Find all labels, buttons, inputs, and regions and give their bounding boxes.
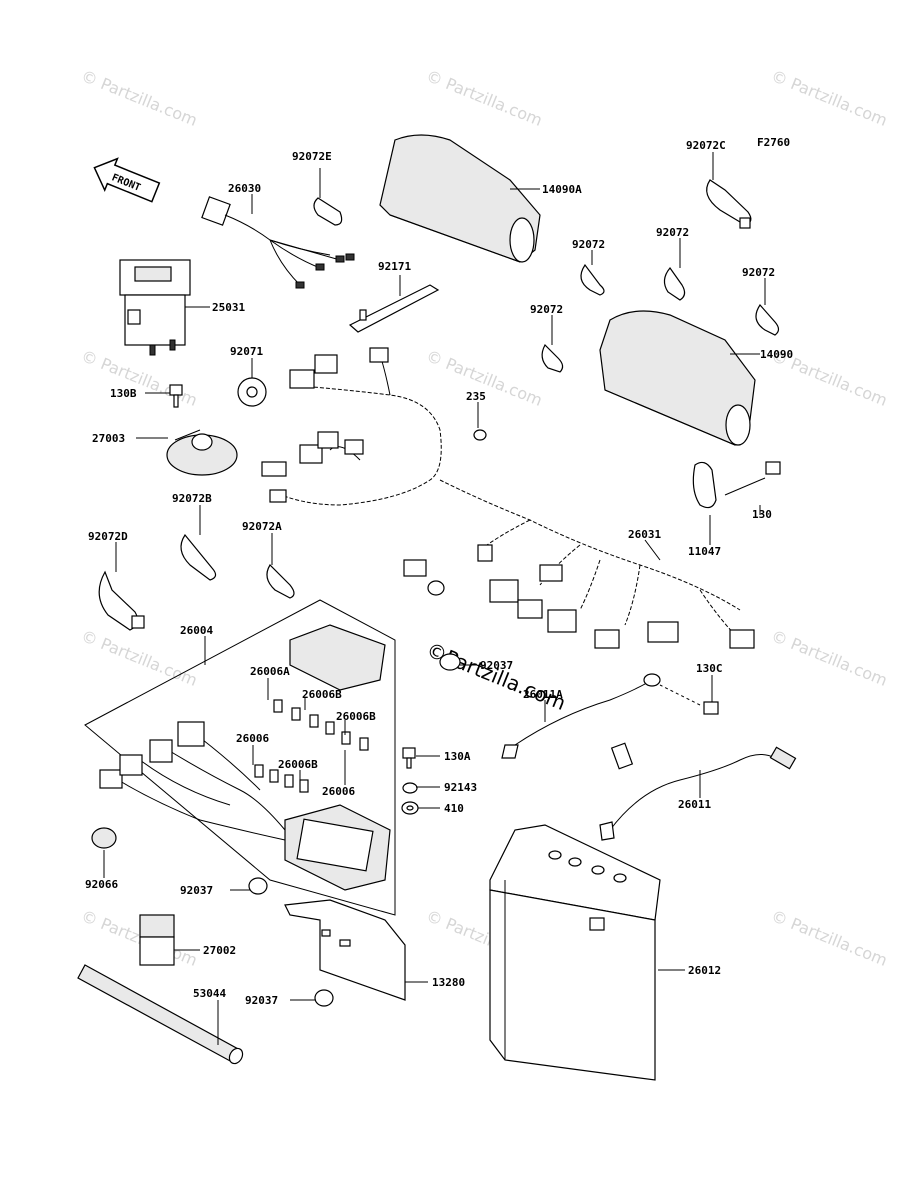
relay-27002 [139,914,175,966]
clip-92037 [314,989,334,1007]
label-235: 235 [466,390,486,403]
band-92072A [266,564,295,599]
label-11047: 11047 [688,545,721,558]
part-26030-harness [201,196,355,289]
watermark: © Partzilla.com [769,906,891,970]
clip-92037 [439,653,461,671]
label-25031: 25031 [212,301,245,314]
label-130C: 130C [696,662,723,675]
grommet-92071 [237,377,267,407]
watermark: © Partzilla.com [79,906,201,970]
label-26006: 26006 [236,732,269,745]
tube-53044 [77,964,244,1065]
label-92037: 92037 [245,994,278,1007]
label-26006: 26006 [322,785,355,798]
bolt-130C [659,684,719,715]
label-26011: 26011 [678,798,711,811]
hour-meter-25031 [119,259,191,356]
label-92072E: 92072E [292,150,332,163]
cable-26011 [599,742,797,841]
watermark: © Partzilla.com [769,626,891,690]
horn-27003 [166,429,238,476]
screw-235 [473,429,487,441]
label-92072C: 92072C [686,139,726,152]
bolt-130A [402,747,416,769]
label-92072A: 92072A [242,520,282,533]
grommet-92066 [91,827,117,849]
label-26006B: 26006B [336,710,376,723]
band-92072E [313,197,343,226]
figure-code: F2760 [757,136,790,149]
battery-26012 [489,824,661,1081]
band-92072 [580,263,605,296]
part-14090-cover [599,310,756,446]
main-harness-26031 [261,347,755,649]
watermark: © Partzilla.com [769,66,891,130]
label-26006B: 26006B [278,758,318,771]
watermark: © Partzilla.com [424,66,546,130]
label-92071: 92071 [230,345,263,358]
label-130: 130 [752,508,772,521]
band-92072D [98,570,139,631]
fuses-26006 [254,699,369,793]
label-92072D: 92072D [88,530,128,543]
part-14090A-cover [379,134,541,263]
label-92072: 92072 [572,238,605,251]
label-92072B: 92072B [172,492,212,505]
label-92143: 92143 [444,781,477,794]
watermark: © Partzilla.com [79,346,201,410]
label-26012: 26012 [688,964,721,977]
label-410: 410 [444,802,464,815]
label-92037: 92037 [480,659,513,672]
washer-410 [401,801,419,815]
label-130A: 130A [444,750,471,763]
label-26011A: 26011A [523,688,563,701]
nut-92143 [402,782,418,794]
label-26006B: 26006B [302,688,342,701]
junction-box-outline-26004 [84,599,396,916]
band-92072 [663,267,686,301]
bracket-92171 [348,284,440,333]
label-27003: 27003 [92,432,125,445]
leader-lines [103,152,766,1045]
front-arrow-icon: FRONT [93,157,161,203]
label-27002: 27002 [203,944,236,957]
band-92072 [541,344,564,373]
label-92171: 92171 [378,260,411,273]
label-26031: 26031 [628,528,661,541]
label-92037: 92037 [180,884,213,897]
label-92072: 92072 [530,303,563,316]
bolt-130 [724,461,781,496]
part-labels: 26030 92072E 14090A 92072C 92072 92072 9… [85,139,793,1007]
plate-11047 [692,461,717,509]
label-92066: 92066 [85,878,118,891]
watermark: © Partzilla.com [79,66,201,130]
label-26004: 26004 [180,624,213,637]
label-14090: 14090 [760,348,793,361]
label-92072: 92072 [656,226,689,239]
cable-26011A [501,673,661,759]
label-26030: 26030 [228,182,261,195]
band-92072B [180,533,217,581]
label-13280: 13280 [432,976,465,989]
label-92072: 92072 [742,266,775,279]
fuse-box-cover [289,624,386,691]
label-26006A: 26006A [250,665,290,678]
label-130B: 130B [110,387,137,400]
center-watermark: ©Partzilla.com [423,637,569,715]
bolt-130B [169,384,183,408]
bracket-13280 [284,899,406,1001]
label-14090A: 14090A [542,183,582,196]
junction-box-26004 [99,721,391,891]
band-92072 [755,304,780,336]
clip-92037 [248,877,268,895]
label-53044: 53044 [193,987,226,1000]
